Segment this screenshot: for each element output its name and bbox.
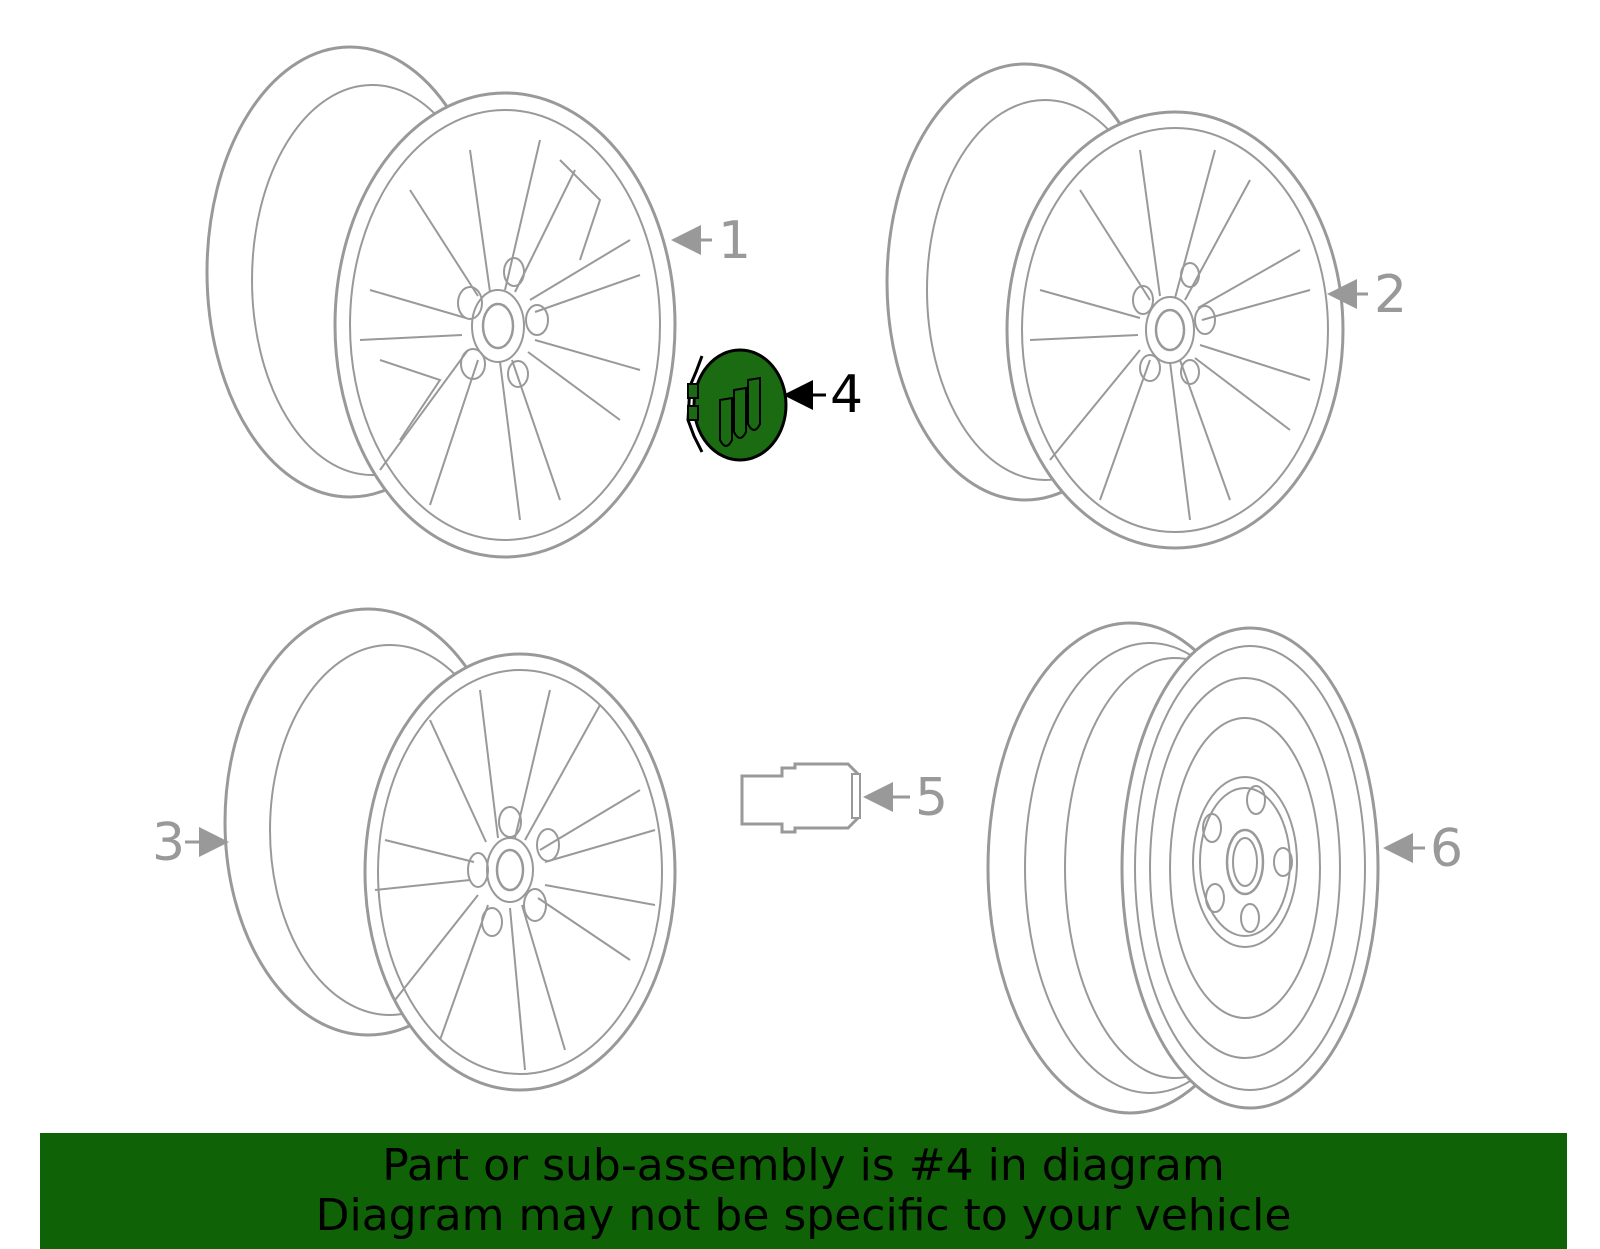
callout-label-5: 5: [915, 768, 948, 828]
callout-6[interactable]: 6: [1383, 819, 1463, 879]
wheel-2[interactable]: [885, 62, 1345, 550]
wheel-1[interactable]: [205, 45, 677, 559]
wheel-3[interactable]: [223, 607, 677, 1092]
callout-label-6: 6: [1430, 819, 1463, 879]
callout-label-2: 2: [1374, 265, 1407, 325]
callout-2[interactable]: 2: [1327, 265, 1407, 325]
banner-line-disclaimer: Diagram may not be specific to your vehi…: [315, 1190, 1292, 1241]
callout-label-4: 4: [830, 365, 863, 425]
callout-4[interactable]: 4: [783, 365, 863, 425]
parts-diagram: 1 2: [152, 45, 1463, 1115]
callout-3[interactable]: 3: [152, 813, 229, 873]
callout-5[interactable]: 5: [863, 768, 948, 828]
info-banner: Part or sub-assembly is #4 in diagram Di…: [40, 1133, 1567, 1249]
banner-line-part: Part or sub-assembly is #4 in diagram: [382, 1140, 1225, 1191]
callout-label-3: 3: [152, 813, 185, 873]
callout-label-1: 1: [718, 211, 751, 271]
lug-nut-5[interactable]: [740, 762, 861, 834]
center-cap-4[interactable]: [686, 348, 788, 462]
callout-1[interactable]: 1: [671, 211, 751, 271]
spare-wheel-6[interactable]: [986, 621, 1380, 1115]
tri-shield-emblem-icon: [719, 376, 761, 447]
